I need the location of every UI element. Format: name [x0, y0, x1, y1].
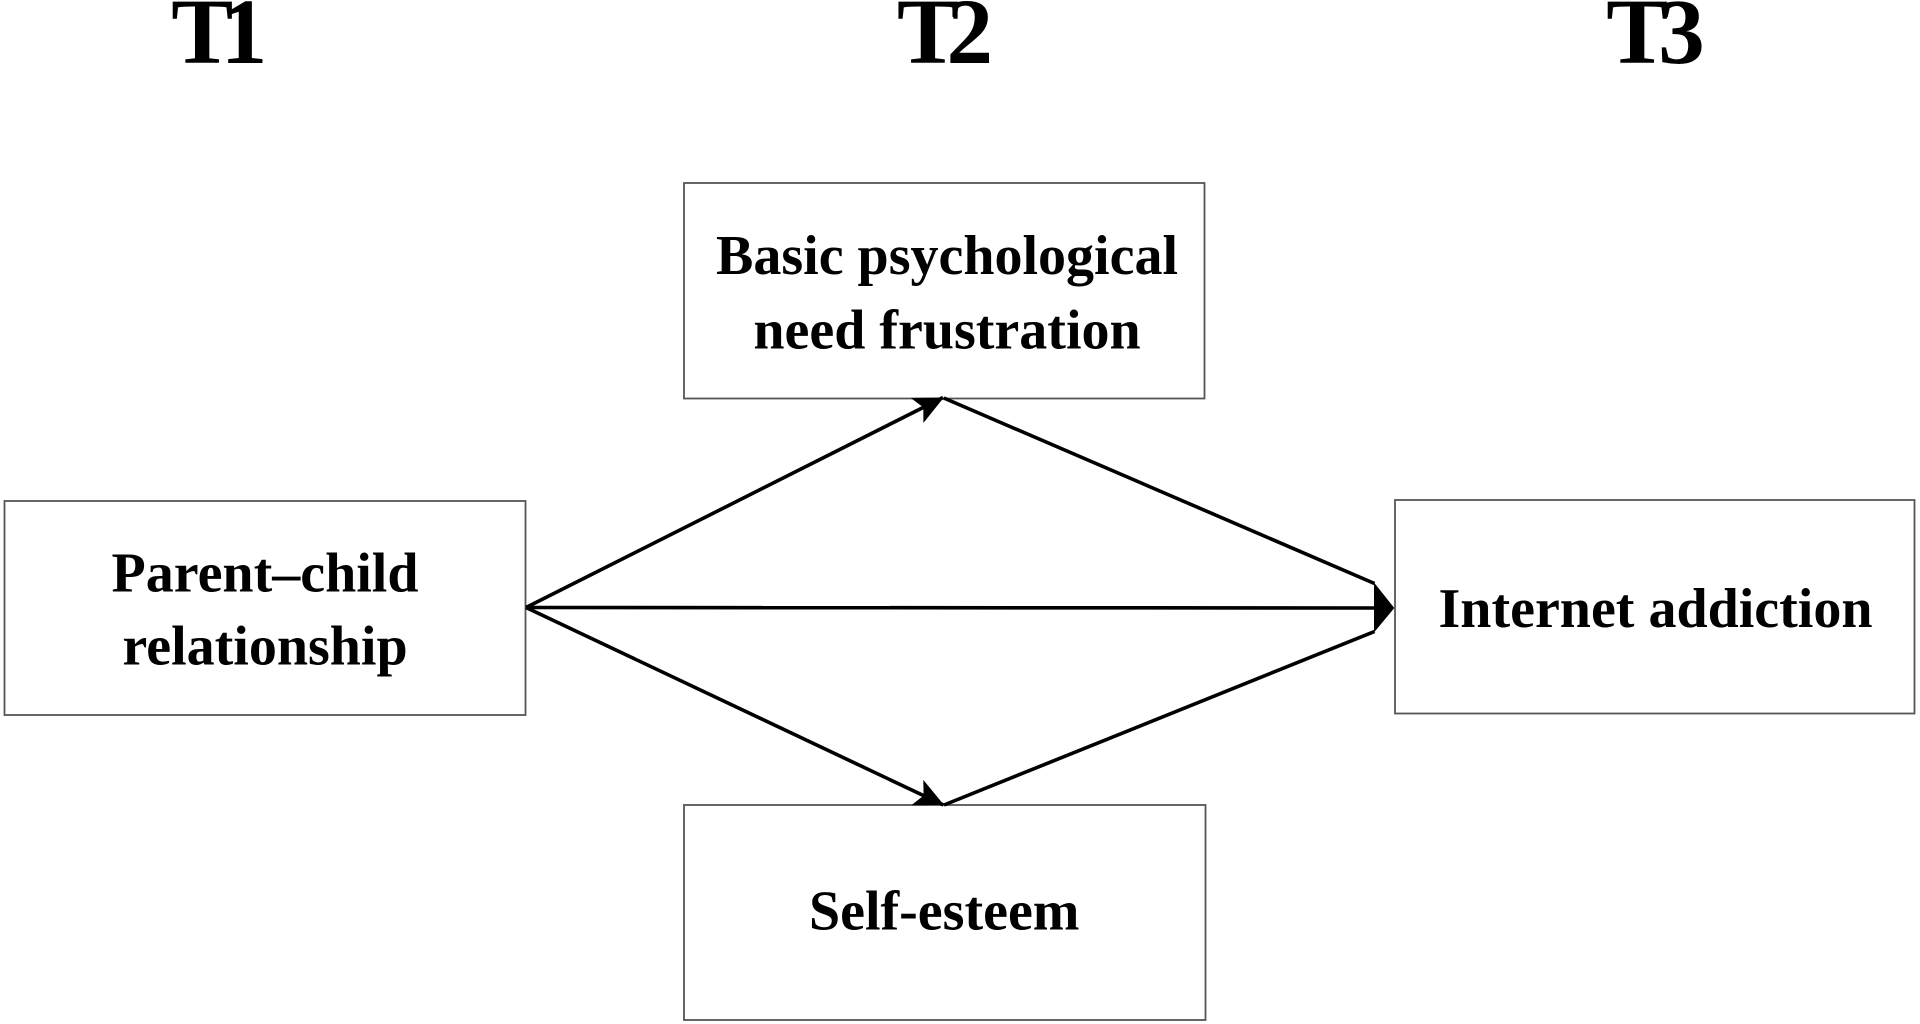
svg-text:Internet addiction: Internet addiction: [1439, 578, 1873, 640]
svg-text:T2: T2: [897, 0, 993, 84]
svg-text:Self-esteem: Self-esteem: [809, 881, 1080, 943]
svg-text:Parent–child: Parent–child: [112, 543, 419, 605]
svg-text:T1: T1: [171, 0, 267, 84]
svg-text:relationship: relationship: [122, 616, 407, 678]
svg-text:T3: T3: [1606, 0, 1705, 84]
svg-text:need frustration: need frustration: [753, 300, 1140, 362]
svg-text:Basic psychological: Basic psychological: [716, 225, 1178, 287]
